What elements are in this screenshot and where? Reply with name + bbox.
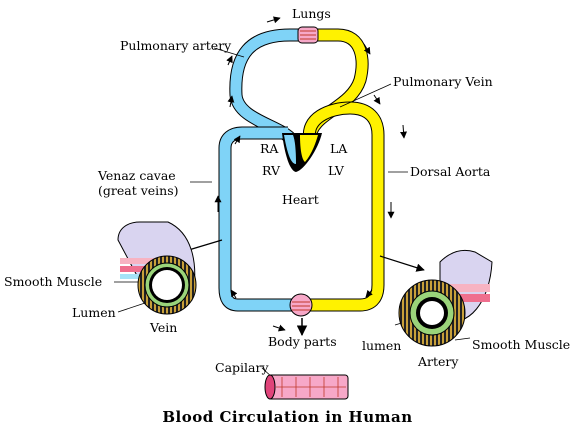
rv-label: RV <box>262 163 280 178</box>
ra-label: RA <box>260 141 279 156</box>
lungs-label: Lungs <box>292 6 331 21</box>
vein-smooth-muscle-label: Smooth Muscle <box>4 274 103 289</box>
vena-cava-vessel <box>218 126 297 312</box>
flow-arrows <box>181 16 425 337</box>
pulmonary-artery-label: Pulmonary artery <box>120 38 232 53</box>
venae-cavae-sublabel: (great veins) <box>98 183 179 198</box>
dorsal-aorta-label: Dorsal Aorta <box>410 164 491 179</box>
diagram-title: Blood Circulation in Human <box>162 408 413 426</box>
body-parts-label: Body parts <box>268 334 337 349</box>
body-capillary-bed <box>289 293 313 317</box>
artery-cross-section <box>398 249 493 347</box>
artery-smooth-muscle-label: Smooth Muscle <box>472 337 571 352</box>
lv-label: LV <box>328 163 344 178</box>
deoxygenated-circuit <box>218 28 312 312</box>
venae-cavae-label: Venaz cavae <box>98 168 176 183</box>
artery-label: Artery <box>418 354 459 369</box>
lungs-capillary-bed <box>297 26 319 44</box>
pulmonary-vein-label: Pulmonary Vein <box>393 74 493 89</box>
vein-lumen-label: Lumen <box>72 305 116 320</box>
vein-label: Vein <box>150 320 178 335</box>
capillary-illustration <box>264 374 349 400</box>
vein-cross-section <box>117 221 197 315</box>
artery-lumen-label: lumen <box>362 338 402 353</box>
heart-label: Heart <box>282 192 319 207</box>
heart <box>282 133 322 172</box>
la-label: LA <box>330 141 348 156</box>
capillary-label: Capilary <box>215 360 269 375</box>
oxygenated-circuit <box>298 28 385 312</box>
